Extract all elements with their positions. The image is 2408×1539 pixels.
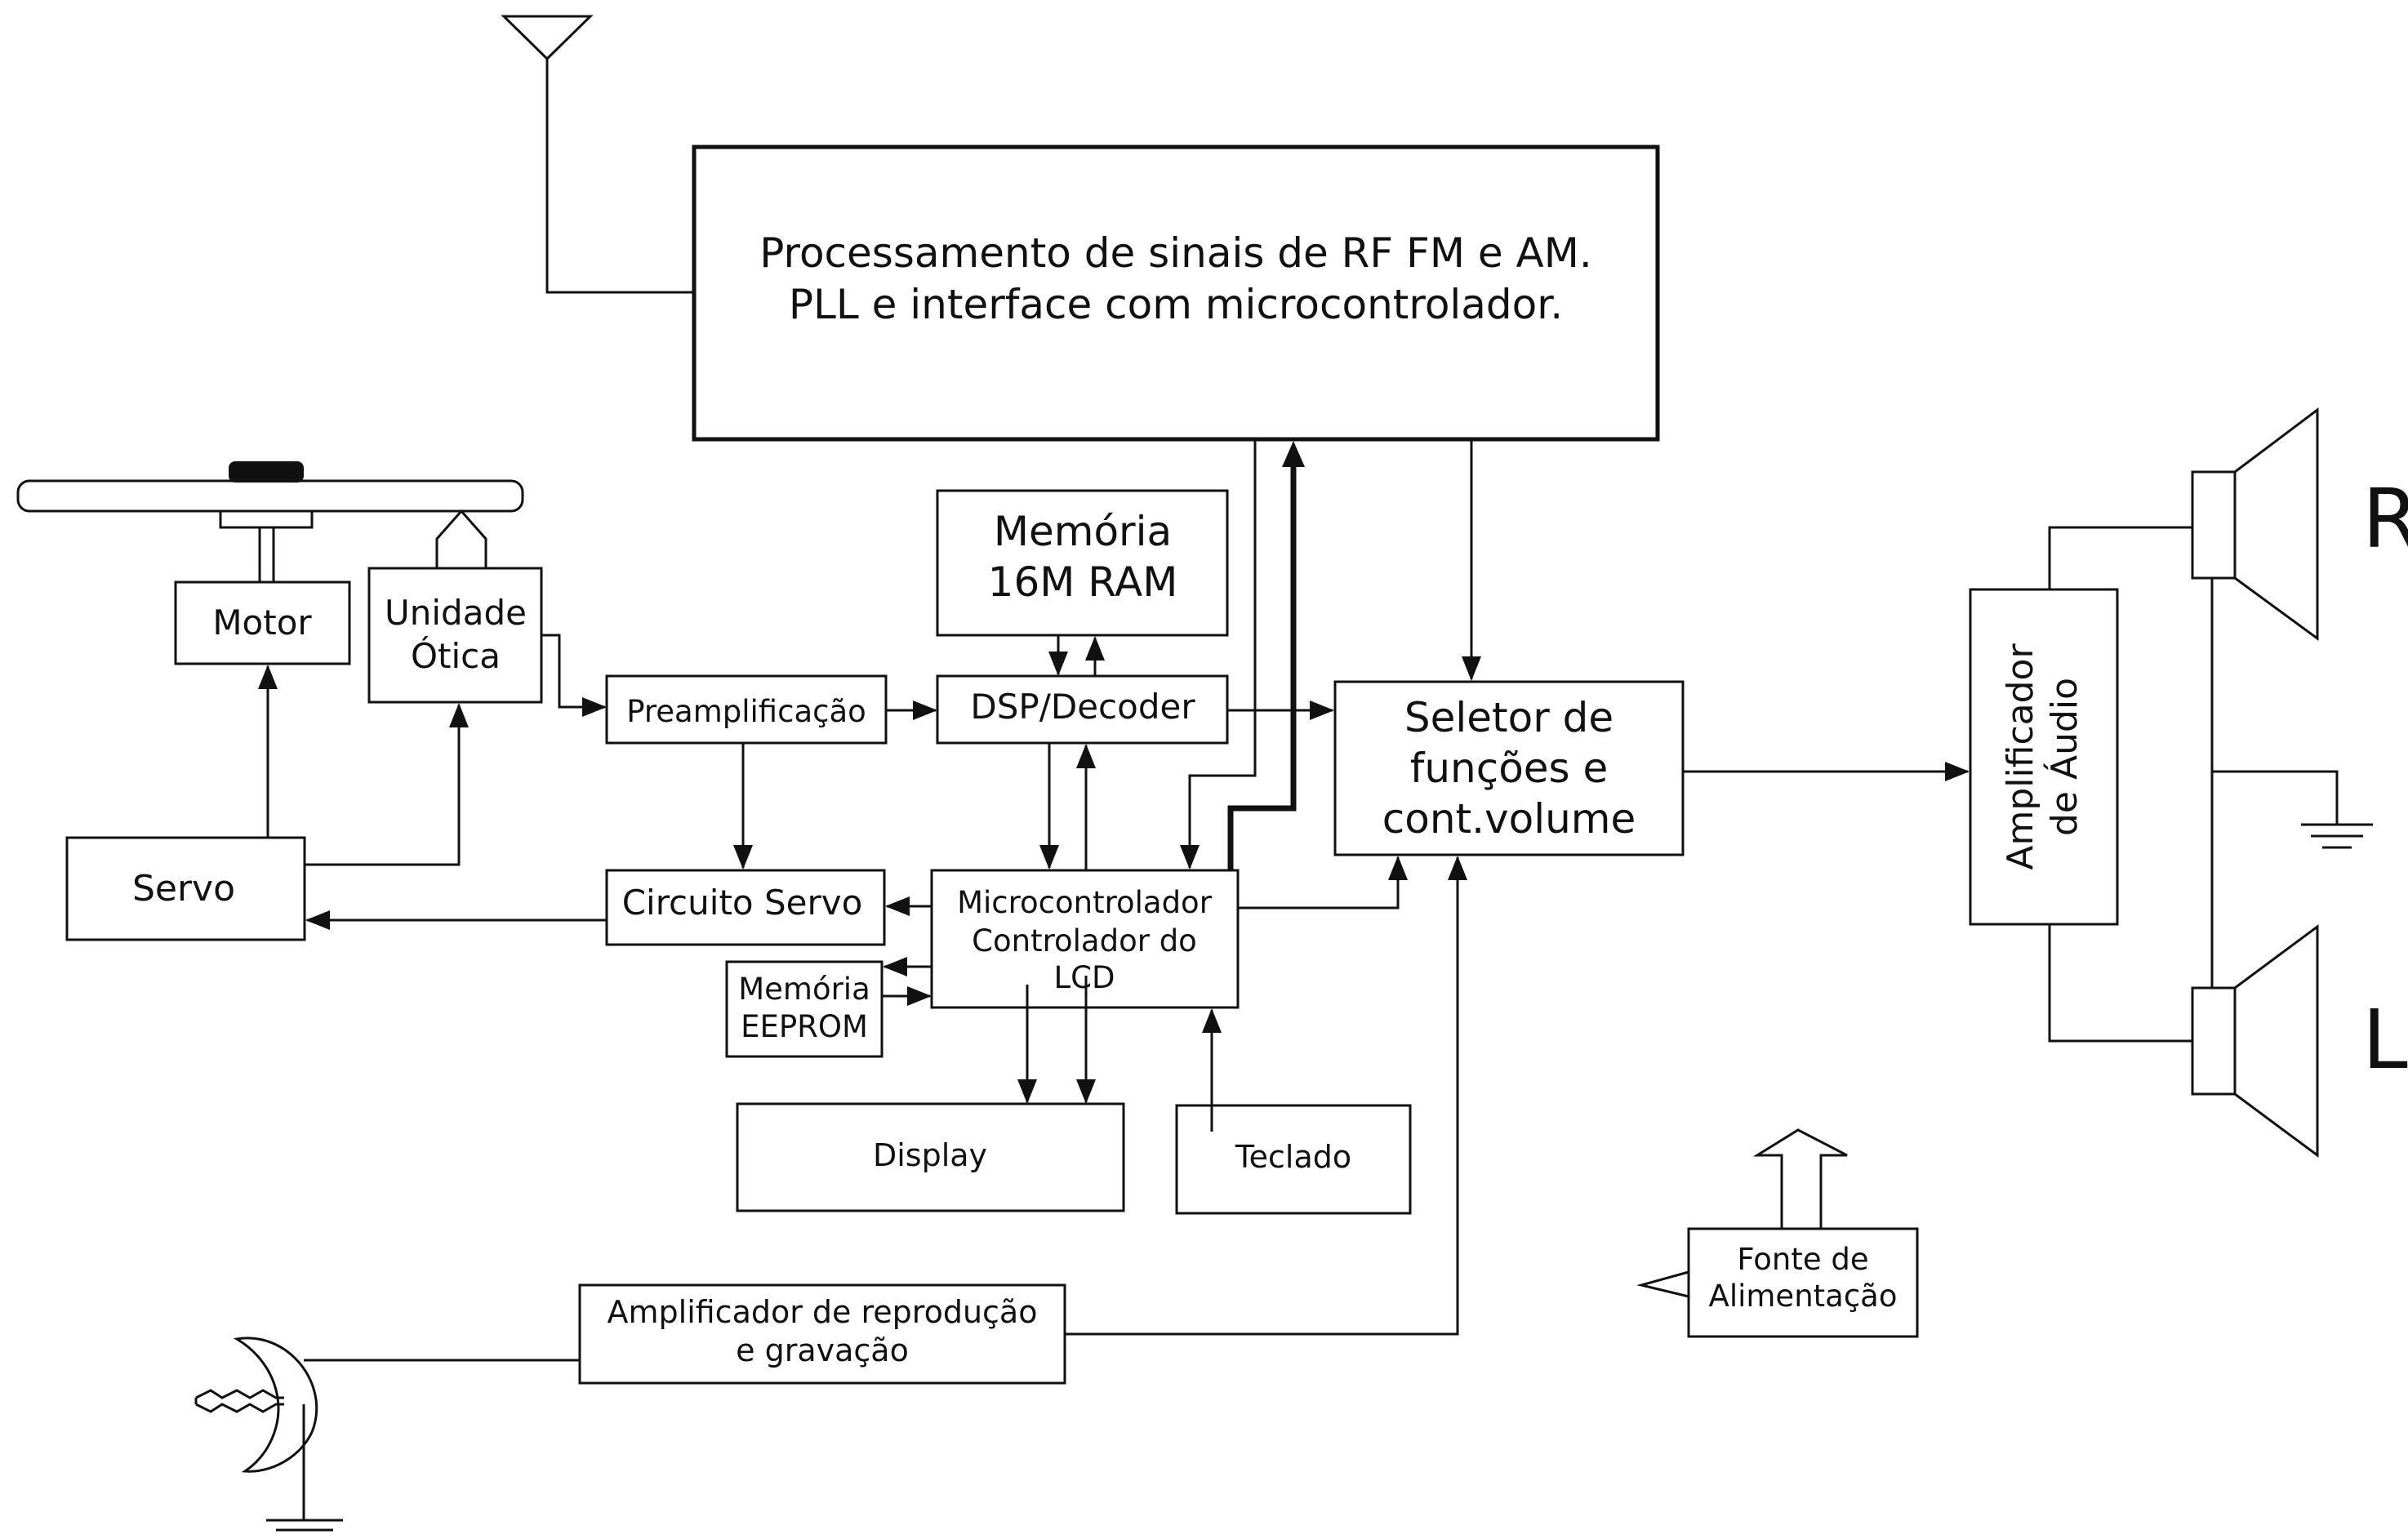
micro-line3: LCD (1054, 960, 1115, 995)
rf-processing-block: Processamento de sinais de RF FM e AM. P… (692, 145, 1660, 442)
selector-line3: cont.volume (1382, 795, 1636, 843)
micro-line1: Microcontrolador (957, 885, 1213, 920)
motor-label: Motor (212, 603, 312, 643)
power-line1: Fonte de (1737, 1242, 1868, 1277)
keyboard-label: Teclado (1235, 1139, 1351, 1175)
motor-block: Motor (174, 580, 351, 665)
optical-unit-line1: Unidade (385, 593, 527, 633)
selector-block: Seletor de funções e cont.volume (1333, 680, 1685, 856)
keyboard-block: Teclado (1175, 1104, 1412, 1215)
power-supply-block: Fonte de Alimentação (1636, 1128, 1919, 1338)
optical-unit-line2: Ótica (411, 635, 501, 676)
eeprom-line2: EEPROM (741, 1009, 868, 1044)
servo-block: Servo (65, 836, 306, 941)
audio-amplifier-block: Amplificador de Áudio (1969, 588, 2119, 926)
selector-line1: Seletor de (1404, 694, 1613, 741)
tape-amplifier-block: Amplificador de reprodução e gravação (578, 1283, 1066, 1385)
memory-ram-block: Memória 16M RAM (936, 489, 1229, 637)
preamp-block: Preamplificação (605, 674, 888, 745)
eeprom-block: Memória EEPROM (725, 960, 884, 1058)
antenna-icon (501, 15, 694, 294)
servo-label: Servo (132, 868, 235, 910)
memory-ram-line2: 16M RAM (988, 558, 1178, 606)
servo-circuit-block: Circuito Servo (605, 869, 886, 946)
tape-amp-line2: e gravação (736, 1332, 909, 1368)
micro-line2: Controlador do (972, 923, 1197, 959)
speaker-right-icon (2191, 407, 2319, 641)
speaker-right-label: R (2362, 471, 2408, 567)
servo-circuit-label: Circuito Servo (622, 883, 863, 923)
memory-ram-line1: Memória (994, 508, 1172, 555)
rf-block-line1: Processamento de sinais de RF FM e AM. (759, 229, 1592, 277)
audio-amp-line2: de Áudio (2042, 678, 2085, 836)
selector-line2: funções e (1410, 745, 1609, 792)
tape-head-icon (194, 1337, 580, 1473)
ground-icon-tape (266, 1404, 343, 1532)
connections (258, 439, 2192, 1336)
optical-unit-block: Unidade Ótica (367, 567, 543, 704)
dsp-decoder-block: DSP/Decoder (936, 674, 1229, 745)
speaker-left-icon (2191, 924, 2319, 1158)
power-line2: Alimentação (1709, 1279, 1898, 1314)
dsp-decoder-label: DSP/Decoder (970, 687, 1195, 727)
disc-icon (16, 461, 524, 582)
tape-amp-line1: Amplificador de reprodução (608, 1294, 1038, 1330)
eeprom-line1: Memória (738, 972, 870, 1007)
ground-icon (2210, 578, 2373, 988)
display-block: Display (736, 1102, 1125, 1212)
speaker-left-label: L (2362, 992, 2408, 1088)
preamp-label: Preamplificação (626, 694, 866, 729)
display-label: Display (873, 1137, 987, 1173)
rf-block-line2: PLL e interface com microcontrolador. (789, 281, 1563, 328)
audio-amp-line1: Amplificador (2000, 643, 2041, 870)
